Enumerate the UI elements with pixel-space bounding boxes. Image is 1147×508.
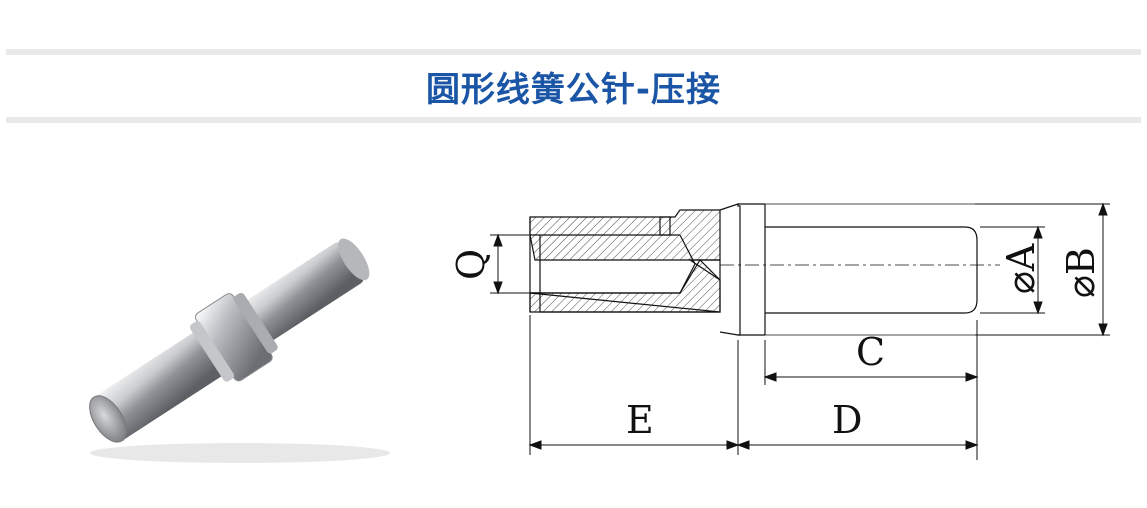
dimension-label-e: E (626, 398, 654, 442)
title-band-bottom-rule (6, 117, 1141, 123)
pin-outline (529, 203, 978, 336)
dimension-label-b: ⌀B (1059, 247, 1103, 298)
dimension-label-c: C (856, 330, 885, 374)
dimension-label-a: ⌀A (999, 243, 1043, 294)
pin-body (89, 238, 370, 443)
dimension-q (490, 233, 530, 295)
page-title: 圆形线簧公针-压接 (425, 70, 722, 110)
dimension-label-d: D (832, 398, 862, 442)
title-band-top-rule (6, 49, 1141, 55)
product-photo (89, 238, 390, 463)
dimension-a (980, 225, 1045, 315)
technical-drawing: Q ⌀A ⌀B C D E (449, 202, 1110, 460)
dimension-b (975, 202, 1110, 337)
dimension-d (736, 340, 979, 455)
dimension-label-q: Q (449, 249, 493, 280)
dimension-e (528, 315, 740, 455)
dimension-c (763, 320, 979, 460)
